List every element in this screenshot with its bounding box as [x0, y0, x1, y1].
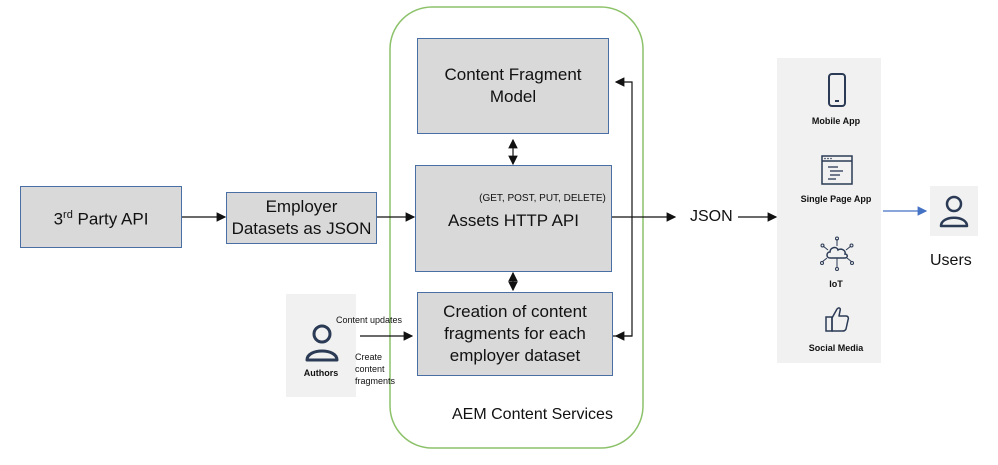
creation-line2: fragments for each — [444, 324, 586, 343]
json-label: JSON — [690, 208, 733, 225]
user-icon — [939, 195, 969, 228]
users-icon-panel — [930, 186, 978, 236]
create-annotation-line2: content — [355, 364, 385, 374]
creation-line1: Creation of content — [443, 302, 587, 321]
creation-line3: employer dataset — [449, 346, 581, 365]
browser-window-icon — [821, 155, 853, 185]
channel-label-spa: Single Page App — [800, 194, 872, 204]
third-party-api-label: 3rd Party API — [53, 208, 149, 229]
employer-datasets-line2: Datasets as JSON — [231, 219, 372, 238]
channels-panel — [777, 58, 881, 363]
channel-label-social: Social Media — [808, 343, 864, 353]
create-annotation-line1: Create — [355, 352, 383, 362]
users-label: Users — [930, 252, 972, 269]
authors-user-icon — [305, 324, 339, 362]
authors-panel: Authors — [286, 294, 356, 397]
create-fragments-annotation: Create content fragments — [355, 351, 395, 387]
aem-content-services-label: AEM Content Services — [452, 406, 613, 423]
create-annotation-line3: fragments — [355, 376, 396, 386]
third-party-api-box: 3rd Party API — [20, 186, 182, 248]
arrow-creation-to-model-bracket — [613, 77, 633, 337]
assets-http-api-label: Assets HTTP API — [447, 211, 579, 230]
content-updates-annotation: Content updates — [336, 315, 403, 325]
creation-content-fragments-box: Creation of content fragments for each e… — [417, 292, 613, 376]
employer-datasets-line1: Employer — [265, 197, 338, 216]
authors-label: Authors — [303, 368, 339, 378]
thumbs-up-icon — [825, 307, 850, 332]
assets-http-api-methods: (GET, POST, PUT, DELETE) — [479, 193, 606, 204]
assets-http-api-box: (GET, POST, PUT, DELETE) Assets HTTP API — [415, 165, 612, 272]
cloud-network-icon — [820, 236, 854, 271]
aem-container-border — [389, 6, 644, 449]
channel-label-iot: IoT — [829, 279, 843, 289]
content-fragment-model-line2: Model — [489, 87, 537, 106]
mobile-phone-icon — [828, 73, 846, 107]
content-fragment-model-line1: Content Fragment — [444, 65, 582, 84]
employer-datasets-box: Employer Datasets as JSON — [226, 192, 377, 244]
content-fragment-model-box: Content Fragment Model — [417, 38, 609, 134]
channel-label-mobile: Mobile App — [811, 116, 861, 126]
